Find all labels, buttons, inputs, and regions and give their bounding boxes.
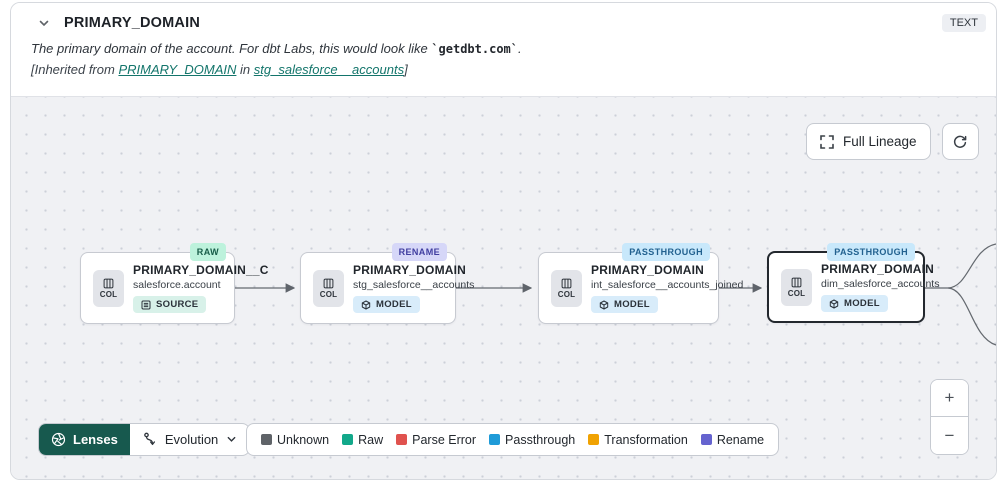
full-lineage-label: Full Lineage — [843, 134, 917, 149]
legend-item-raw: Raw — [342, 433, 383, 447]
node-body: PRIMARY_DOMAIN int_salesforce__accounts_… — [591, 263, 743, 313]
resource-pill: MODEL — [353, 296, 420, 313]
column-header: PRIMARY_DOMAIN TEXT The primary domain o… — [11, 3, 996, 96]
col-chip-label: COL — [787, 288, 806, 298]
inherited-from-line: [Inherited from PRIMARY_DOMAIN in stg_sa… — [11, 56, 996, 77]
status-badge: RENAME — [391, 243, 447, 261]
column-description: The primary domain of the account. For d… — [11, 32, 996, 56]
model-cube-icon — [829, 299, 839, 308]
status-badge: PASSTHROUGH — [827, 243, 915, 261]
inherited-suffix: ] — [404, 62, 408, 77]
description-code: `getdbt.com` — [431, 42, 519, 56]
inherited-prefix: [Inherited from — [31, 62, 119, 77]
node-subtitle: dim_salesforce_accounts — [821, 278, 940, 290]
node-body: PRIMARY_DOMAIN stg_salesforce__accounts … — [353, 263, 474, 313]
lineage-canvas[interactable]: Full Lineage RAW COL PRIMARY_DOMAIN__C s… — [11, 96, 996, 479]
lineage-node-stg[interactable]: RENAME COL PRIMARY_DOMAIN stg_salesforce… — [300, 243, 474, 324]
legend-swatch — [700, 434, 712, 445]
chevron-down-icon — [227, 436, 236, 442]
resource-label: MODEL — [614, 299, 650, 310]
description-period: . — [518, 41, 522, 56]
lens-selected-value: Evolution — [164, 432, 219, 447]
source-icon — [141, 300, 151, 309]
resource-pill: SOURCE — [133, 296, 207, 313]
legend-label: Transformation — [604, 432, 688, 447]
chevron-down-icon[interactable] — [37, 16, 51, 30]
legend-label: Passthrough — [505, 432, 576, 447]
column-chip: COL — [93, 269, 124, 307]
legend-swatch — [489, 434, 501, 445]
legend-label: Parse Error — [412, 432, 477, 447]
node-title: PRIMARY_DOMAIN__C — [133, 263, 269, 277]
title-row: PRIMARY_DOMAIN TEXT — [11, 3, 996, 32]
full-lineage-button[interactable]: Full Lineage — [806, 123, 931, 160]
inherited-model-link[interactable]: stg_salesforce__accounts — [253, 62, 405, 77]
column-chip: COL — [313, 269, 344, 307]
node-body: PRIMARY_DOMAIN__C salesforce.account SOU… — [133, 263, 269, 313]
zoom-out-button[interactable]: − — [931, 417, 968, 454]
columns-icon — [103, 278, 114, 288]
lineage-node-source[interactable]: RAW COL PRIMARY_DOMAIN__C salesforce.acc… — [80, 243, 268, 324]
legend-swatch — [261, 434, 272, 445]
page-title: PRIMARY_DOMAIN — [64, 15, 200, 31]
legend-item-passthrough: Passthrough — [489, 433, 575, 447]
status-badge: RAW — [189, 243, 226, 261]
col-chip-label: COL — [557, 289, 576, 299]
evolution-route-icon — [143, 432, 155, 445]
column-chip: COL — [781, 268, 812, 306]
node-body: PRIMARY_DOMAIN dim_salesforce_accounts M… — [821, 262, 939, 312]
node-title: PRIMARY_DOMAIN — [353, 263, 467, 277]
description-text: The primary domain of the account. For d… — [31, 41, 432, 56]
panel: PRIMARY_DOMAIN TEXT The primary domain o… — [10, 2, 997, 480]
legend-label: Unknown — [277, 432, 330, 447]
columns-icon — [561, 278, 572, 288]
lens-dropdown[interactable]: Evolution — [130, 424, 249, 455]
resource-label: MODEL — [376, 299, 412, 310]
model-cube-icon — [599, 300, 609, 309]
legend-swatch — [396, 434, 408, 445]
col-chip-label: COL — [99, 289, 118, 299]
legend-item-transformation: Transformation — [588, 433, 688, 447]
node-title: PRIMARY_DOMAIN — [591, 263, 705, 277]
lens-aperture-icon — [51, 432, 66, 447]
legend-item-parse-error: Parse Error — [396, 433, 476, 447]
resource-pill: MODEL — [591, 296, 658, 313]
legend-item-unknown: Unknown — [261, 433, 329, 447]
legend-swatch — [588, 434, 600, 445]
resource-label: SOURCE — [156, 299, 199, 310]
refresh-icon — [954, 135, 967, 148]
legend-label: Rename — [716, 432, 765, 447]
column-chip: COL — [551, 269, 582, 307]
node-subtitle: stg_salesforce__accounts — [353, 279, 475, 291]
col-chip-label: COL — [319, 289, 338, 299]
lineage-node-int[interactable]: PASSTHROUGH COL PRIMARY_DOMAIN int_sales… — [538, 243, 743, 324]
lenses-control: Lenses Evolution — [38, 423, 251, 456]
canvas-toolbar: Full Lineage — [806, 123, 979, 160]
columns-icon — [323, 278, 334, 288]
resource-pill: MODEL — [821, 295, 888, 312]
node-subtitle: salesforce.account — [133, 279, 221, 291]
lens-legend: Unknown Raw Parse Error Passthrough Tran… — [246, 423, 780, 456]
expand-icon — [820, 134, 834, 149]
legend-swatch — [342, 434, 354, 445]
lenses-button[interactable]: Lenses — [39, 424, 130, 455]
inherited-middle: in — [236, 62, 254, 77]
refresh-button[interactable] — [941, 123, 979, 160]
column-type-badge: TEXT — [941, 14, 986, 32]
zoom-controls: + − — [930, 379, 969, 455]
lenses-label: Lenses — [73, 432, 118, 447]
zoom-in-button[interactable]: + — [931, 380, 968, 417]
legend-item-rename: Rename — [700, 432, 765, 447]
node-title: PRIMARY_DOMAIN — [821, 262, 935, 276]
columns-icon — [791, 277, 802, 287]
lineage-node-dim-selected[interactable]: PASSTHROUGH COL PRIMARY_DOMAIN dim_sales… — [767, 243, 939, 323]
node-subtitle: int_salesforce__accounts_joined — [591, 279, 744, 291]
resource-label: MODEL — [844, 298, 880, 309]
legend-label: Raw — [358, 432, 384, 447]
inherited-column-link[interactable]: PRIMARY_DOMAIN — [118, 62, 237, 77]
status-badge: PASSTHROUGH — [622, 243, 710, 261]
model-cube-icon — [361, 300, 371, 309]
